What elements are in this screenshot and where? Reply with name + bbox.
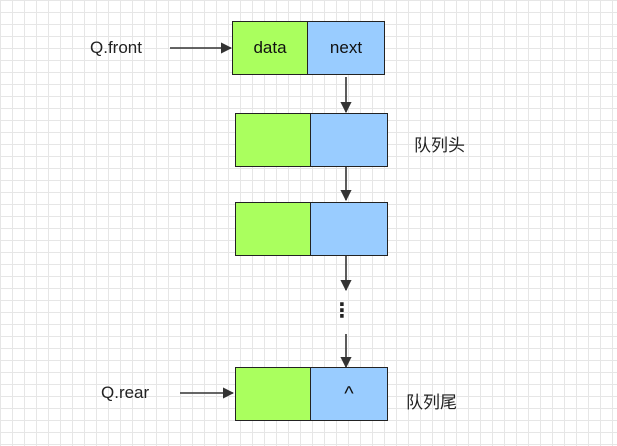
queue-tail-label: 队列尾 [406,393,457,412]
node-null-pointer-cell: ^ [311,367,388,421]
ellipsis: ⋮ [332,300,352,322]
queue-head-label: 队列头 [414,136,465,155]
node-next-cell [311,202,388,256]
node-data-cell [235,367,311,421]
node-4: ^ [235,367,388,421]
node-data-cell [235,113,311,167]
node-2 [235,113,388,167]
node-next-cell: next [308,21,385,75]
rear-pointer-label: Q.rear [101,383,150,402]
node-data-cell: data [232,21,308,75]
front-pointer-label: Q.front [90,38,142,57]
node-3 [235,202,388,256]
node-1: data next [232,21,385,75]
node-next-cell [311,113,388,167]
node-data-cell [235,202,311,256]
